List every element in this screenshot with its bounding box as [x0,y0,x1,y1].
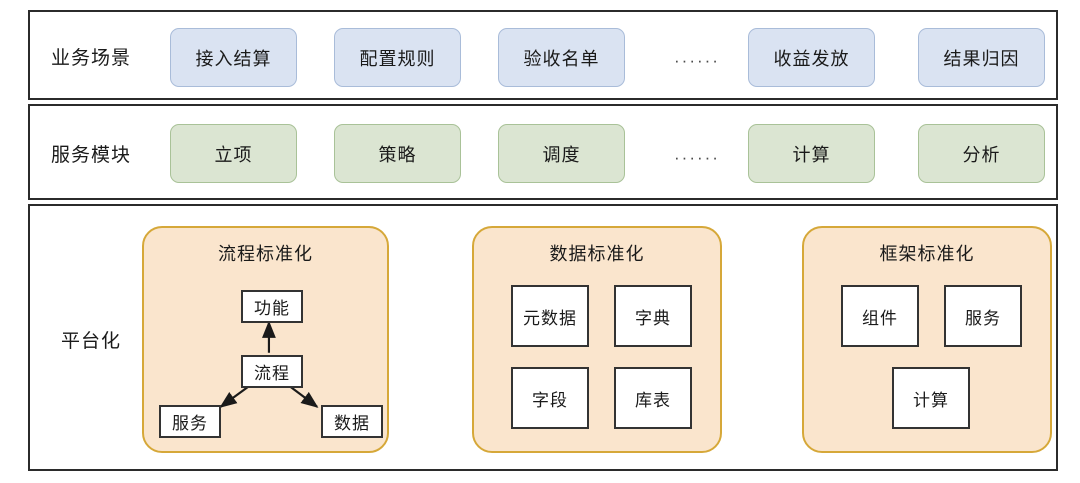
chip-service-module-4[interactable]: 计算 [748,124,875,183]
chip-service-module-1[interactable]: 立项 [170,124,297,183]
row-label-service-module: 服务模块 [50,145,131,166]
chip-business-scenario-3[interactable]: 验收名单 [498,28,625,87]
panel-framework-standardization: 框架标准化 组件 服务 计算 [802,226,1052,453]
node-process-function[interactable]: 功能 [241,290,303,323]
panel-data-standardization: 数据标准化 元数据 字典 字段 库表 [472,226,722,453]
node-framework-compute[interactable]: 计算 [892,367,970,429]
node-data-dictionary[interactable]: 字典 [614,285,692,347]
node-process-data[interactable]: 数据 [321,405,383,438]
row-platform: 平台化 流程标准化 功能 流程 服务 数据 [28,204,1058,471]
node-process-flow[interactable]: 流程 [241,355,303,388]
chip-business-scenario-1[interactable]: 接入结算 [170,28,297,87]
panel-process-standardization: 流程标准化 功能 流程 服务 数据 [142,226,389,453]
node-framework-component[interactable]: 组件 [841,285,919,347]
row-label-platform: 平台化 [60,331,121,352]
chip-business-scenario-5[interactable]: 结果归因 [918,28,1045,87]
chip-service-module-2[interactable]: 策略 [334,124,461,183]
node-framework-service[interactable]: 服务 [944,285,1022,347]
node-data-field[interactable]: 字段 [511,367,589,429]
ellipsis-service-module: ······ [674,148,720,167]
chip-business-scenario-2[interactable]: 配置规则 [334,28,461,87]
node-process-service[interactable]: 服务 [159,405,221,438]
chip-service-module-3[interactable]: 调度 [498,124,625,183]
chip-service-module-5[interactable]: 分析 [918,124,1045,183]
node-data-metadata[interactable]: 元数据 [511,285,589,347]
ellipsis-business-scenario: ······ [674,51,720,70]
node-data-table[interactable]: 库表 [614,367,692,429]
row-label-business-scenario: 业务场景 [50,48,131,69]
row-business-scenario: 业务场景 接入结算 配置规则 验收名单 ······ 收益发放 结果归因 [28,10,1058,100]
panel-title-framework-standardization: 框架标准化 [879,244,975,264]
panel-title-data-standardization: 数据标准化 [549,244,645,264]
chip-business-scenario-4[interactable]: 收益发放 [748,28,875,87]
panel-title-process-standardization: 流程标准化 [218,244,313,264]
row-service-module: 服务模块 立项 策略 调度 ······ 计算 分析 [28,104,1058,200]
